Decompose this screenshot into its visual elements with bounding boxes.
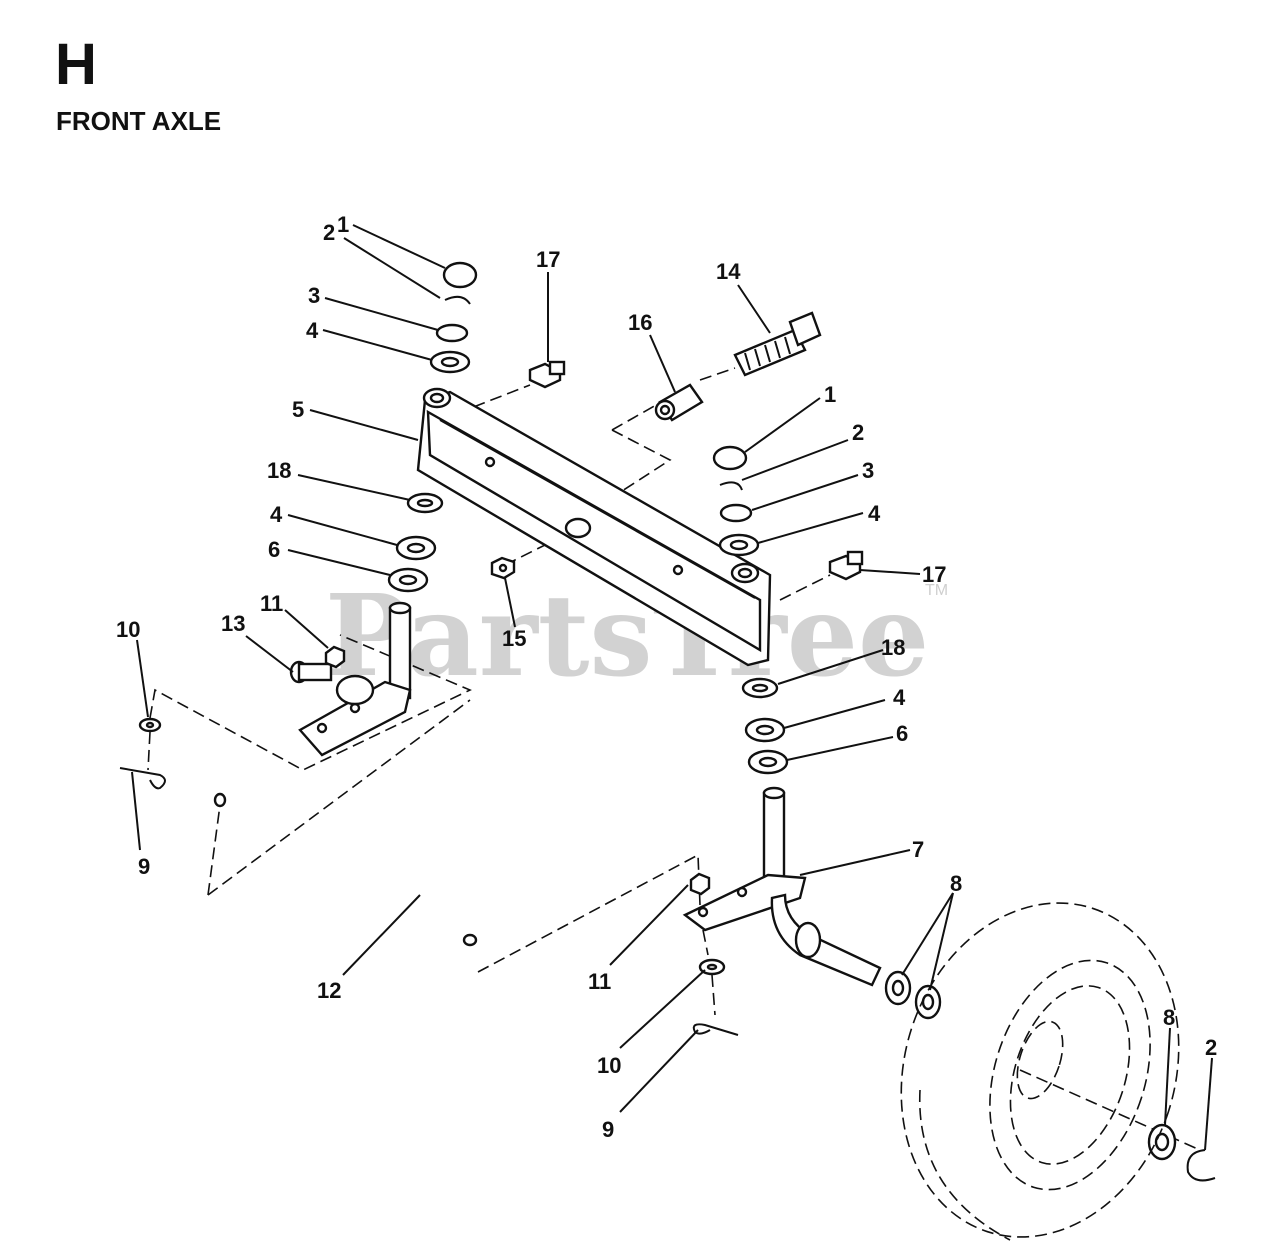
callout-11: 11	[588, 969, 611, 994]
left-pivot-stack	[387, 261, 478, 593]
callout-12: 12	[317, 978, 341, 1003]
callout-2: 2	[852, 420, 864, 445]
nut-11-right	[689, 872, 711, 896]
callout-16: 16	[628, 310, 652, 335]
callout-1: 1	[337, 212, 349, 237]
callout-2: 2	[1205, 1035, 1217, 1060]
callout-4: 4	[868, 501, 881, 526]
callout-4: 4	[306, 318, 319, 343]
callout-13: 13	[221, 611, 245, 636]
left-tie-hardware	[119, 717, 166, 790]
right-spindle	[682, 786, 882, 1036]
callout-9: 9	[138, 854, 150, 879]
callout-15: 15	[502, 626, 526, 651]
callout-11: 11	[260, 591, 283, 616]
callout-7: 7	[912, 837, 924, 862]
wheel-phantom	[900, 902, 1180, 1241]
callouts: 1 2 3 4 5 18 4 6 17 16 14 1 2 3 4 17 15 …	[116, 212, 1217, 1142]
callout-14: 14	[716, 259, 741, 284]
callout-8: 8	[950, 871, 962, 896]
callout-3: 3	[862, 458, 874, 483]
washer-3-left	[435, 323, 469, 343]
callout-6: 6	[896, 721, 908, 746]
axle-beam	[416, 387, 772, 667]
callout-5: 5	[292, 397, 304, 422]
callout-17: 17	[536, 247, 560, 272]
washer-3-right	[719, 503, 753, 523]
callout-1: 1	[824, 382, 836, 407]
callout-10: 10	[116, 617, 140, 642]
callout-6: 6	[268, 537, 280, 562]
left-spindle	[289, 601, 412, 757]
callout-10: 10	[597, 1053, 621, 1078]
section-letter: H	[55, 32, 97, 97]
callout-18: 18	[267, 458, 291, 483]
cotter-pin-9-left	[119, 767, 166, 790]
right-pivot-stack	[712, 445, 789, 775]
drag-link	[213, 780, 478, 947]
retaining-clip-2	[1186, 1149, 1216, 1182]
cap-1-left	[442, 261, 478, 289]
callout-8: 8	[1163, 1005, 1175, 1030]
callout-4: 4	[893, 685, 906, 710]
bolt-14	[733, 311, 822, 377]
clip-2-right	[719, 481, 743, 491]
grease-fitting-left	[528, 360, 566, 389]
nut-15	[490, 556, 516, 580]
grease-fitting-right	[828, 550, 864, 581]
cotter-pin-9-right	[692, 1023, 739, 1036]
cap-1-right	[712, 445, 748, 471]
section-title: FRONT AXLE	[56, 106, 222, 136]
clip-2-left	[444, 295, 471, 305]
leader-lines	[131, 224, 1213, 1151]
callout-9: 9	[602, 1117, 614, 1142]
watermark-tm: TM	[925, 582, 948, 599]
nut-11-left	[324, 645, 346, 669]
callout-3: 3	[308, 283, 320, 308]
alignment-lines	[147, 367, 1201, 1151]
callout-18: 18	[881, 635, 905, 660]
callout-17: 17	[922, 562, 946, 587]
spacer-tube-16	[654, 383, 704, 422]
washers-8	[884, 970, 1177, 1161]
callout-4: 4	[270, 502, 283, 527]
callout-2: 2	[323, 220, 335, 245]
